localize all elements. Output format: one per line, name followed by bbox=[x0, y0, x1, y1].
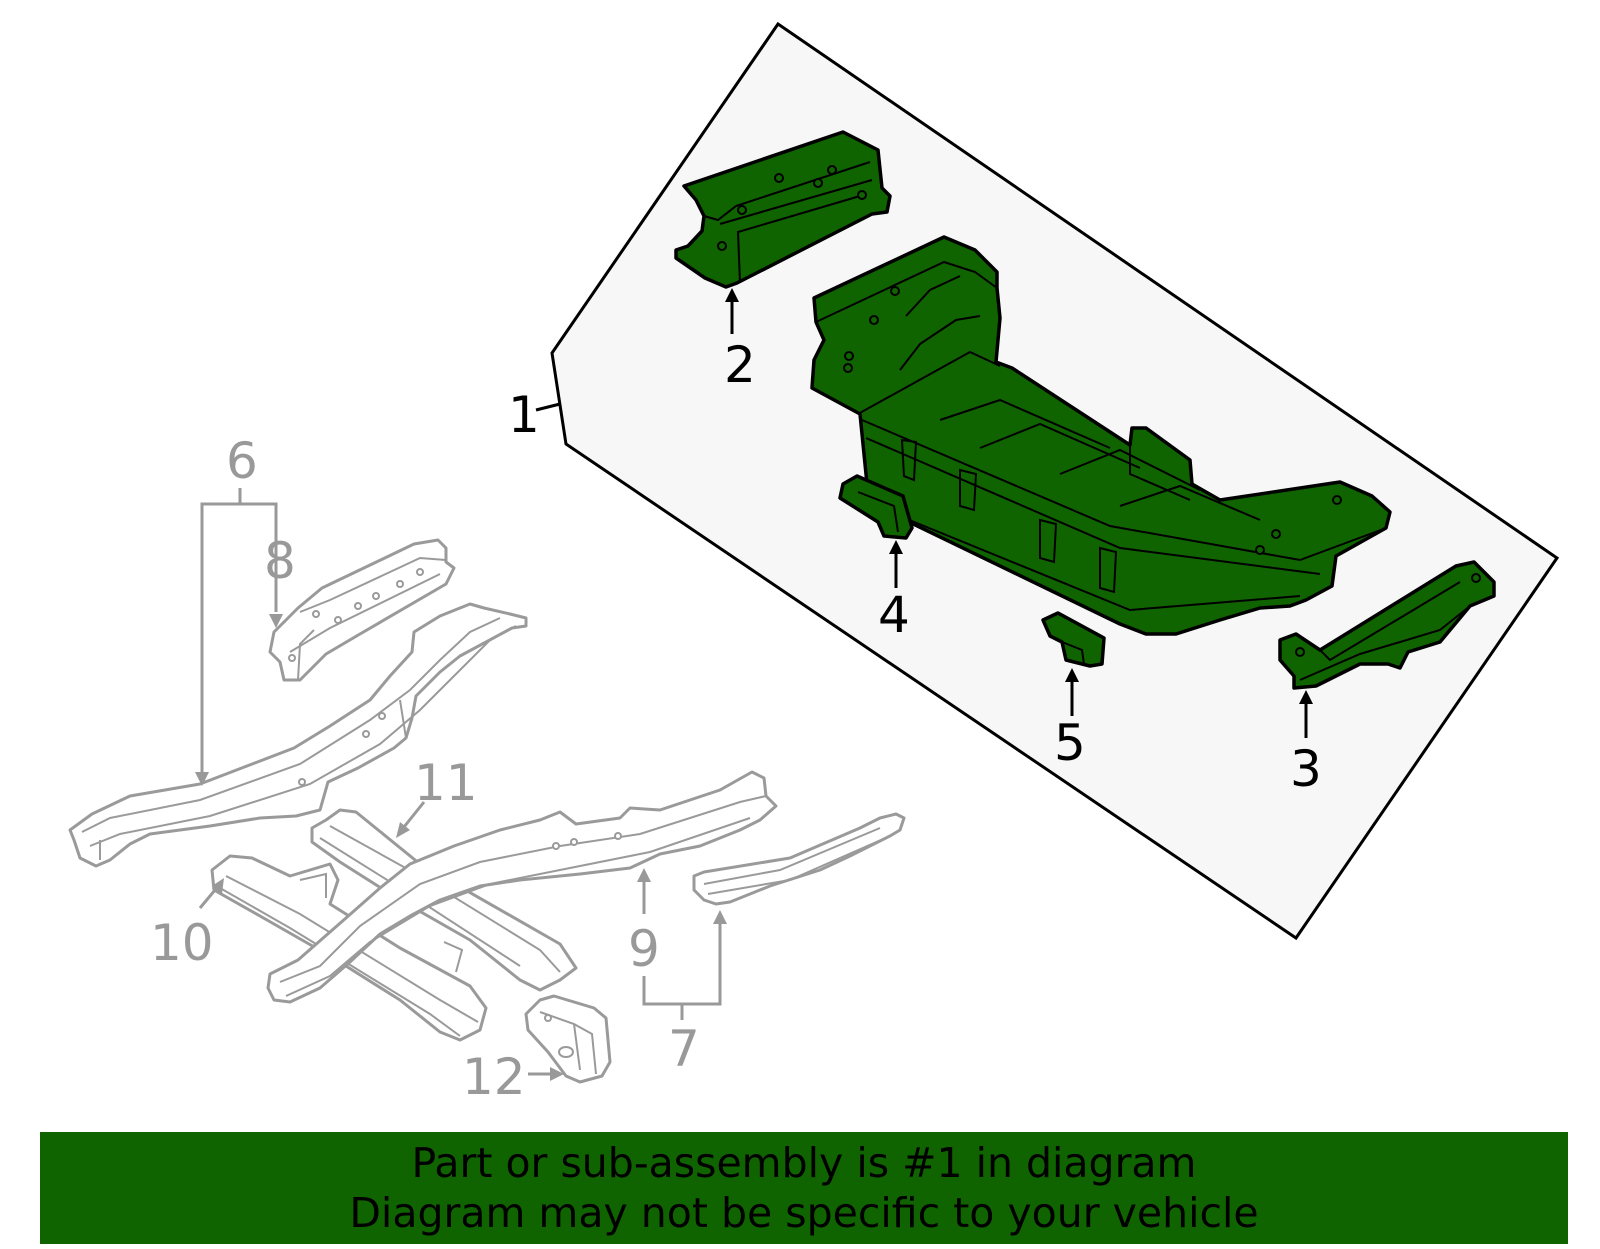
leader-5-arrow bbox=[1065, 668, 1079, 682]
part-7-rail[interactable] bbox=[692, 812, 906, 906]
leader-3-arrow bbox=[1299, 690, 1313, 704]
banner-line-1: Part or sub-assembly is #1 in diagram bbox=[411, 1139, 1197, 1187]
leader-6-arrow bbox=[195, 772, 209, 786]
part-1-main-crossmember[interactable] bbox=[810, 235, 1392, 636]
callout-3: 3 bbox=[1290, 740, 1322, 798]
leader-12-arrow bbox=[550, 1067, 564, 1081]
callout-11: 11 bbox=[414, 754, 478, 812]
banner-line-2: Diagram may not be specific to your vehi… bbox=[349, 1189, 1259, 1237]
callout-12: 12 bbox=[462, 1048, 526, 1106]
part-6-side-rail[interactable] bbox=[68, 602, 528, 868]
leader-7-arrow bbox=[713, 910, 727, 924]
callout-1: 1 bbox=[508, 386, 540, 444]
part-4-bracket[interactable] bbox=[838, 474, 914, 540]
part-3-bracket[interactable] bbox=[1278, 560, 1496, 690]
leader-2-arrow bbox=[725, 288, 739, 302]
callout-4: 4 bbox=[878, 586, 910, 644]
callout-8: 8 bbox=[264, 532, 296, 590]
callout-7: 7 bbox=[668, 1020, 700, 1078]
part-9-rail[interactable] bbox=[266, 770, 778, 1004]
leader-9-arrow bbox=[637, 868, 651, 882]
leader-4-arrow bbox=[889, 540, 903, 554]
leader-10-arrow bbox=[212, 878, 224, 894]
callout-2: 2 bbox=[724, 336, 756, 394]
callout-10: 10 bbox=[150, 914, 214, 972]
leader-11-arrow bbox=[396, 822, 410, 838]
leader-8-arrow bbox=[269, 614, 283, 628]
callout-6: 6 bbox=[226, 432, 258, 490]
leader-1 bbox=[535, 402, 561, 412]
callout-9: 9 bbox=[628, 920, 660, 978]
part-8-bracket[interactable] bbox=[268, 538, 456, 682]
info-banner: Part or sub-assembly is #1 in diagram Di… bbox=[40, 1132, 1568, 1244]
part-5-bracket[interactable] bbox=[1041, 611, 1106, 668]
part-12-bracket[interactable] bbox=[524, 994, 612, 1084]
callout-5: 5 bbox=[1054, 714, 1086, 772]
part-2-bracket[interactable] bbox=[674, 130, 892, 289]
